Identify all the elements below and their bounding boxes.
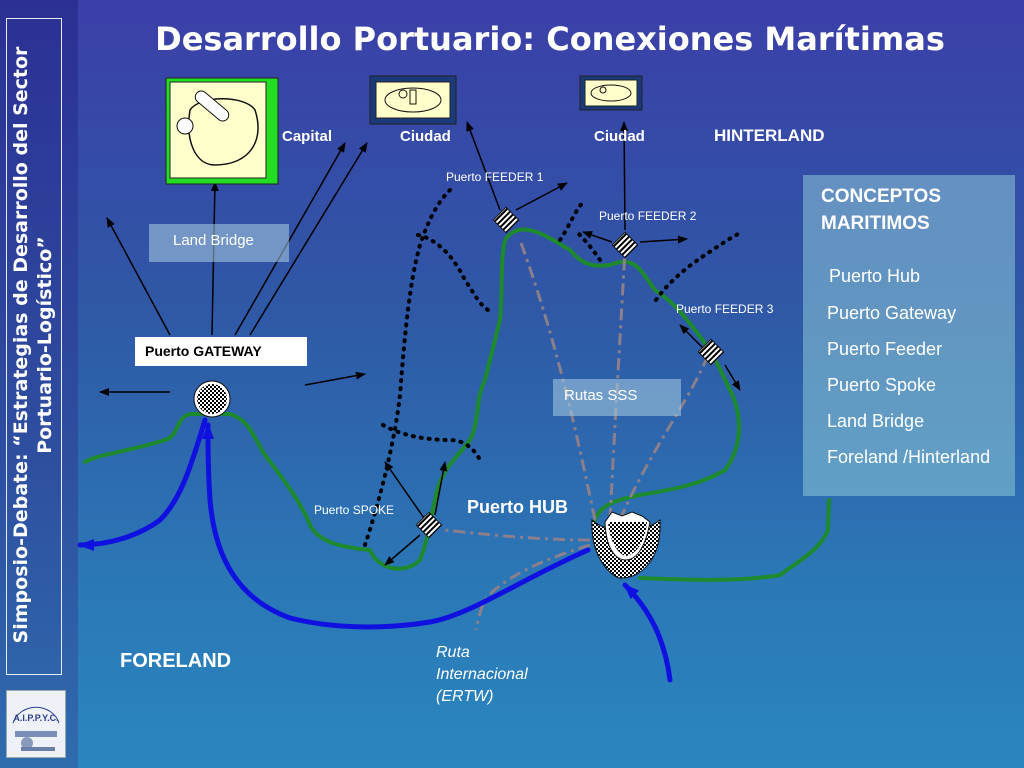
ruta-line-1: Ruta [436, 644, 470, 661]
concept-item: Foreland /Hinterland [827, 447, 991, 467]
dotted-routes [363, 188, 742, 547]
concepts-heading: CONCEPTOS MARITIMOS [821, 183, 1001, 237]
land-bridge-label: Land Bridge [173, 232, 254, 249]
concept-item: Puerto Gateway [827, 303, 957, 323]
left-band [0, 0, 78, 768]
feeder-2-port-icon [611, 231, 639, 259]
aippyc-logo: A.I.P.P.Y.C. [6, 690, 66, 758]
page-title: Desarrollo Portuario: Conexiones Marítim… [155, 20, 945, 58]
hinterland-label: HINTERLAND [714, 126, 825, 145]
feeder-1-port-icon [492, 206, 520, 234]
concept-item: Puerto Hub [829, 266, 921, 286]
ciudad-2-map-icon [579, 75, 643, 111]
puerto-gateway-label: Puerto GATEWAY [135, 337, 307, 366]
concept-item: Land Bridge [827, 411, 925, 431]
left-frame [6, 18, 62, 675]
logo-graphic: A.I.P.P.Y.C. [12, 706, 60, 751]
concept-item: Puerto Spoke [827, 375, 937, 395]
puerto-spoke-label: Puerto SPOKE [314, 503, 395, 517]
ciudad-2-label: Ciudad [594, 128, 645, 145]
ruta-line-2: Internacional [436, 666, 528, 683]
rutas-sss-box: Rutas SSS [553, 379, 681, 416]
rutas-sss-label: Rutas SSS [564, 387, 638, 404]
feeder-2-label: Puerto FEEDER 2 [599, 209, 697, 223]
concepts-heading-line-1: CONCEPTOS [821, 186, 942, 207]
feeder-3-port-icon [697, 338, 725, 366]
puerto-hub-label: Puerto HUB [467, 497, 569, 517]
gateway-port-icon [193, 380, 231, 418]
coastline [83, 227, 831, 582]
land-arrows [99, 121, 741, 566]
international-routes [77, 417, 673, 683]
spoke-port-icon [415, 511, 443, 539]
ruta-line-3: (ERTW) [436, 688, 494, 705]
concept-item: Puerto Feeder [827, 339, 943, 359]
ciudad-1-map-icon [369, 75, 457, 125]
feeder-3-label: Puerto FEEDER 3 [676, 302, 774, 316]
logo-text: A.I.P.P.Y.C. [13, 713, 58, 723]
feeder-1-label: Puerto FEEDER 1 [446, 170, 544, 184]
land-bridge-box: Land Bridge [149, 224, 289, 262]
foreland-label: FORELAND [120, 650, 232, 672]
concepts-panel: CONCEPTOS MARITIMOS Puerto Hub Puerto Ga… [803, 175, 1015, 496]
concepts-heading-line-2: MARITIMOS [821, 213, 930, 234]
ciudad-1-label: Ciudad [400, 128, 451, 145]
capital-map-icon [165, 77, 279, 185]
hub-port-icon [591, 511, 661, 579]
ruta-internacional-label: Ruta Internacional (ERTW) [436, 642, 528, 708]
capital-label: Capital [282, 128, 333, 145]
